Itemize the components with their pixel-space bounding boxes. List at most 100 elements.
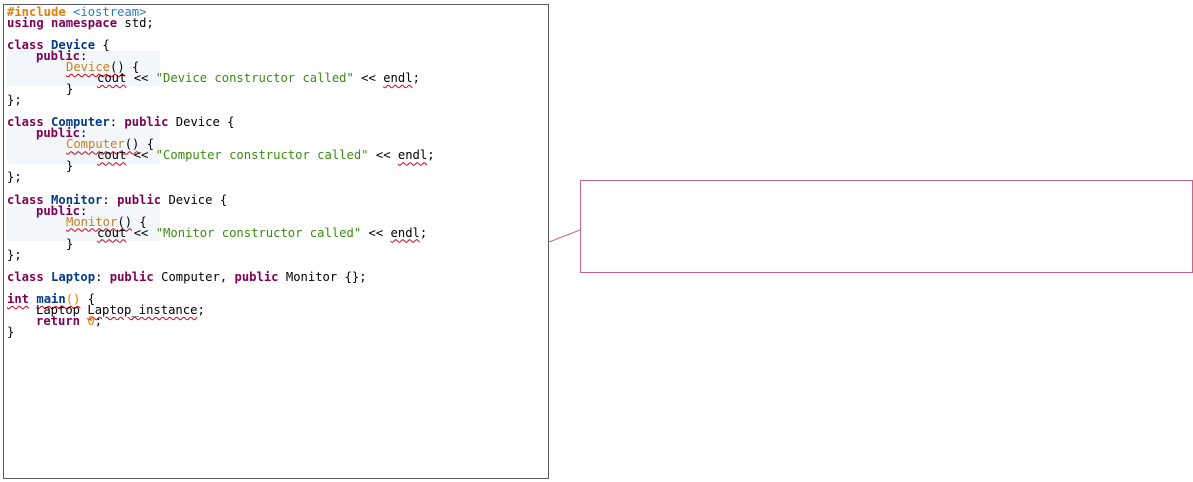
code-token: cout: [97, 148, 127, 163]
code-token: (): [65, 291, 81, 306]
indent-guide-shade: [7, 205, 160, 241]
code-token: class: [7, 192, 44, 207]
code-token: {: [124, 60, 140, 75]
code-token: public: [36, 203, 81, 218]
code-token: {: [95, 38, 110, 53]
code-token: "Monitor constructor called": [155, 225, 362, 240]
code-line[interactable]: }: [7, 82, 548, 97]
code-token: :: [95, 269, 110, 284]
code-token: 0: [87, 313, 95, 328]
code-token: int: [7, 291, 30, 306]
code-line[interactable]: };: [7, 170, 548, 185]
code-token: class: [7, 38, 44, 53]
code-token: :: [80, 203, 88, 218]
code-line[interactable]: Monitor() {: [7, 214, 548, 229]
code-line[interactable]: public:: [7, 203, 548, 218]
code-token: ;: [427, 148, 435, 163]
code-token: namespace: [51, 16, 118, 31]
code-token: public: [36, 126, 81, 141]
code-token: <iostream>: [73, 5, 147, 19]
code-line[interactable]: public:: [7, 49, 548, 64]
code-token: Device: [51, 38, 96, 53]
code-line[interactable]: cout << "Computer constructor called" <<…: [7, 148, 548, 163]
code-token: :: [109, 115, 125, 130]
code-token: Laptop: [51, 269, 96, 284]
code-token: (): [124, 137, 140, 152]
code-token: public: [109, 269, 154, 284]
code-token: }: [66, 82, 74, 97]
code-line[interactable]: int main() {: [7, 291, 548, 306]
code-token: Computer,: [153, 269, 235, 284]
code-line[interactable]: }: [7, 159, 548, 174]
code-token: <<: [126, 71, 156, 86]
code-token: <<: [368, 148, 398, 163]
code-token: }: [66, 159, 74, 174]
code-line[interactable]: return 0;: [7, 313, 548, 328]
code-token: main: [36, 291, 66, 306]
indent-guide-shade: [7, 128, 160, 164]
code-token: public: [117, 192, 162, 207]
code-token: };: [7, 170, 22, 185]
code-line[interactable]: class Computer: public Device {: [7, 115, 548, 130]
code-line[interactable]: }: [7, 324, 548, 339]
code-token: :: [80, 126, 88, 141]
code-token: <<: [126, 225, 156, 240]
code-line[interactable]: };: [7, 247, 548, 262]
code-token: "Device constructor called": [155, 71, 354, 86]
code-token: public: [234, 269, 279, 284]
indent-guide-shade: [7, 51, 160, 87]
code-token: Monitor {};: [278, 269, 367, 284]
code-line[interactable]: Computer() {: [7, 137, 548, 152]
code-line[interactable]: };: [7, 94, 548, 106]
code-line[interactable]: #include <iostream>: [7, 5, 548, 19]
code-token: Monitor: [66, 214, 118, 229]
code-token: ;: [94, 313, 103, 328]
code-line[interactable]: cout << "Monitor constructor called" << …: [7, 225, 548, 240]
code-token: #include: [7, 5, 66, 19]
code-line[interactable]: Laptop Laptop_instance;: [7, 302, 548, 317]
code-token: {: [139, 137, 155, 152]
code-token: <<: [126, 148, 156, 163]
code-token: Device {: [161, 192, 228, 207]
code-token: endl: [390, 225, 420, 240]
code-token: public: [36, 49, 81, 64]
code-line[interactable]: }: [7, 236, 548, 251]
code-token: cout: [97, 71, 127, 86]
code-token: Laptop_instance: [87, 302, 198, 317]
code-text[interactable]: #include <iostream>using namespace std;​…: [7, 5, 548, 339]
code-token: (): [117, 214, 133, 229]
code-token: Monitor: [51, 192, 103, 207]
code-token: Device {: [168, 115, 235, 130]
code-line[interactable]: class Laptop: public Computer, public Mo…: [7, 269, 548, 284]
code-token: "Computer constructor called": [155, 148, 369, 163]
code-token: };: [7, 247, 22, 262]
code-line[interactable]: cout << "Device constructor called" << e…: [7, 71, 548, 86]
code-token: class: [7, 115, 44, 130]
comment-box[interactable]: [580, 180, 1193, 273]
code-token: return: [36, 313, 81, 328]
code-token: using: [7, 16, 44, 31]
code-token: Computer: [66, 137, 125, 152]
code-token: ;: [419, 225, 428, 240]
code-line[interactable]: Device() {: [7, 60, 548, 75]
code-token: :: [102, 192, 118, 207]
code-token: endl: [383, 71, 413, 86]
code-token: {: [80, 291, 96, 306]
code-token: [44, 270, 51, 284]
code-token: [44, 16, 51, 30]
code-token: ;: [412, 71, 420, 86]
code-line[interactable]: public:: [7, 126, 548, 141]
code-token: public: [124, 115, 169, 130]
code-token: Device: [66, 60, 111, 75]
code-token: (): [110, 60, 125, 75]
code-line[interactable]: using namespace std;: [7, 16, 548, 31]
code-line[interactable]: class Device {: [7, 38, 548, 53]
code-token: }: [66, 236, 74, 251]
code-editor[interactable]: #include <iostream>using namespace std;​…: [3, 4, 549, 479]
code-line[interactable]: class Monitor: public Device {: [7, 192, 548, 207]
code-token: <<: [353, 71, 384, 86]
code-token: std;: [117, 16, 154, 31]
code-token: cout: [97, 225, 127, 240]
code-token: ;: [197, 302, 205, 317]
code-token: }: [7, 324, 15, 339]
